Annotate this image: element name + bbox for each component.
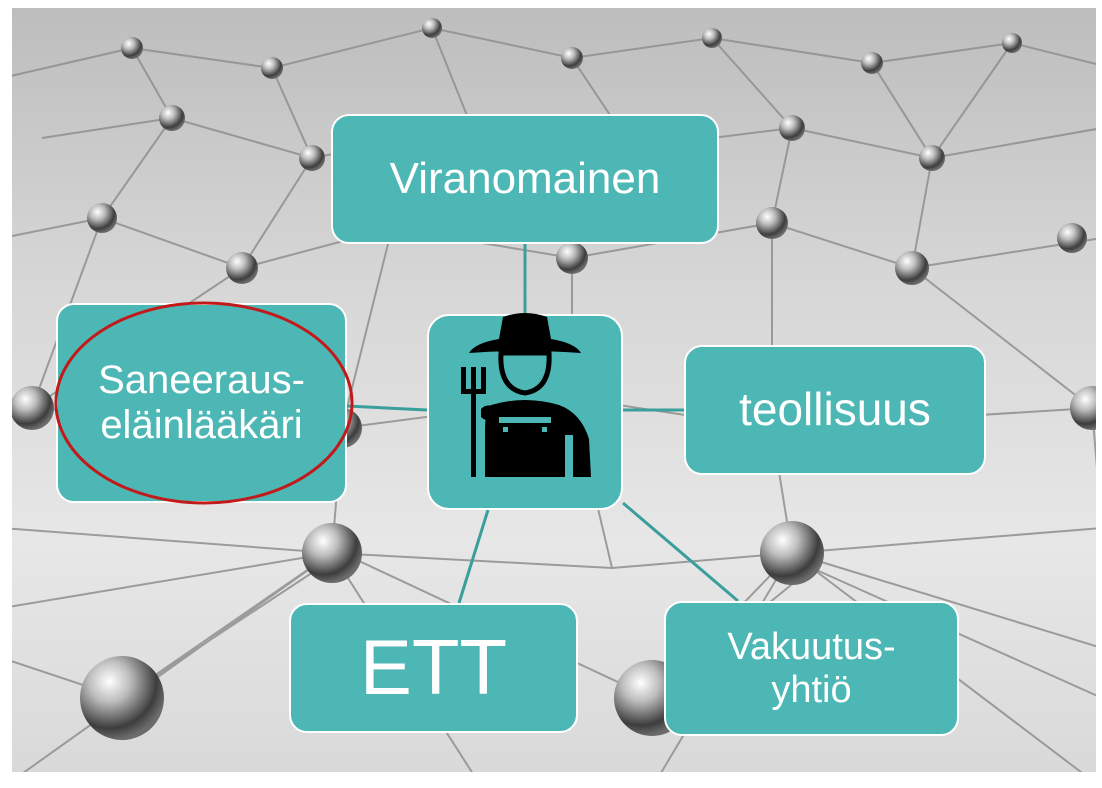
connector-bottom-left — [457, 509, 490, 604]
node-vakuutusyhtio: Vakuutus- yhtiö — [664, 601, 959, 736]
node-label-line-1: Vakuutus- — [727, 625, 896, 668]
farmer-icon — [461, 313, 591, 477]
node-teollisuus: teollisuus — [684, 345, 986, 475]
node-label: ETT — [359, 623, 508, 712]
connector-left — [346, 404, 428, 412]
node-ett: ETT — [289, 603, 578, 733]
node-label-line-2: yhtiö — [771, 668, 852, 711]
node-label: Viranomainen — [389, 154, 661, 204]
highlight-ellipse — [54, 301, 354, 505]
node-label: teollisuus — [739, 383, 931, 436]
node-label-line-1: Saneeraus- — [98, 358, 305, 403]
connector-bottom-right — [622, 501, 739, 603]
node-label-line-2: eläinlääkäri — [100, 403, 303, 447]
node-viranomainen: Viranomainen — [331, 114, 719, 244]
